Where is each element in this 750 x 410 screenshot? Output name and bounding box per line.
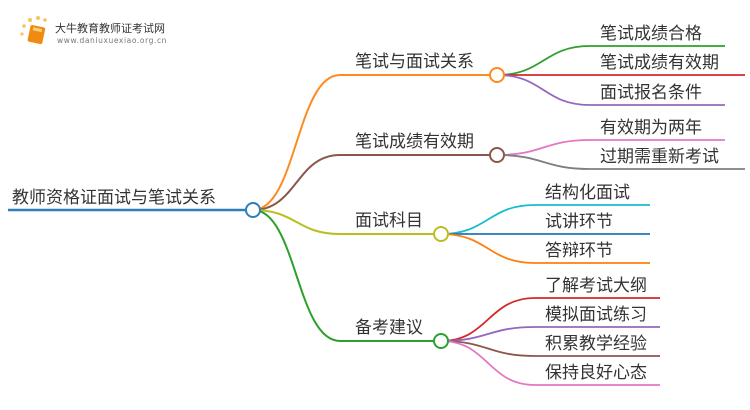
leaf-connector bbox=[440, 326, 536, 342]
branch-connector bbox=[252, 74, 341, 211]
leaf-node-label: 试讲环节 bbox=[545, 212, 613, 232]
leaf-connector bbox=[440, 297, 536, 342]
leaf-node-label: 有效期为两年 bbox=[600, 118, 702, 138]
root-collapse-toggle bbox=[245, 202, 261, 218]
leaf-node-label: 了解考试大纲 bbox=[545, 276, 647, 296]
leaf-node-label: 笔试成绩有效期 bbox=[600, 53, 719, 73]
root-node-label: 教师资格证面试与笔试关系 bbox=[12, 188, 216, 208]
leaf-node-label: 答辩环节 bbox=[545, 241, 613, 261]
leaf-node-label: 笔试成绩合格 bbox=[600, 24, 702, 44]
leaf-node-label: 过期需重新考试 bbox=[600, 147, 719, 167]
branch-collapse-toggle bbox=[489, 67, 505, 83]
leaf-connector bbox=[496, 154, 591, 170]
leaf-connector bbox=[496, 45, 591, 76]
leaf-connector bbox=[440, 340, 536, 386]
branch-collapse-toggle bbox=[489, 147, 505, 163]
branch-collapse-toggle bbox=[433, 226, 449, 242]
branch-node-label: 备考建议 bbox=[355, 318, 423, 338]
logo-title: 大牛教育教师证考试网 bbox=[55, 22, 165, 35]
leaf-connector bbox=[440, 204, 536, 235]
book-icon bbox=[20, 16, 47, 45]
branch-connector bbox=[252, 209, 341, 235]
branch-node-label: 笔试成绩有效期 bbox=[355, 132, 474, 152]
leaf-node-label: 结构化面试 bbox=[545, 183, 630, 203]
leaf-connector bbox=[440, 233, 536, 264]
leaf-node-label: 面试报名条件 bbox=[600, 83, 702, 103]
logo-url: www.daniuxuexiao.org.cn bbox=[57, 36, 168, 45]
branch-collapse-toggle bbox=[433, 333, 449, 349]
leaf-connector bbox=[496, 74, 591, 106]
branch-connector bbox=[252, 209, 341, 342]
leaf-node-label: 模拟面试练习 bbox=[545, 305, 647, 325]
branch-node-label: 笔试与面试关系 bbox=[355, 52, 474, 72]
leaf-connector bbox=[496, 139, 591, 156]
leaf-node-label: 积累教学经验 bbox=[545, 334, 647, 354]
leaf-node-label: 保持良好心态 bbox=[545, 363, 647, 383]
branch-connector bbox=[252, 154, 341, 211]
branch-node-label: 面试科目 bbox=[355, 211, 423, 231]
